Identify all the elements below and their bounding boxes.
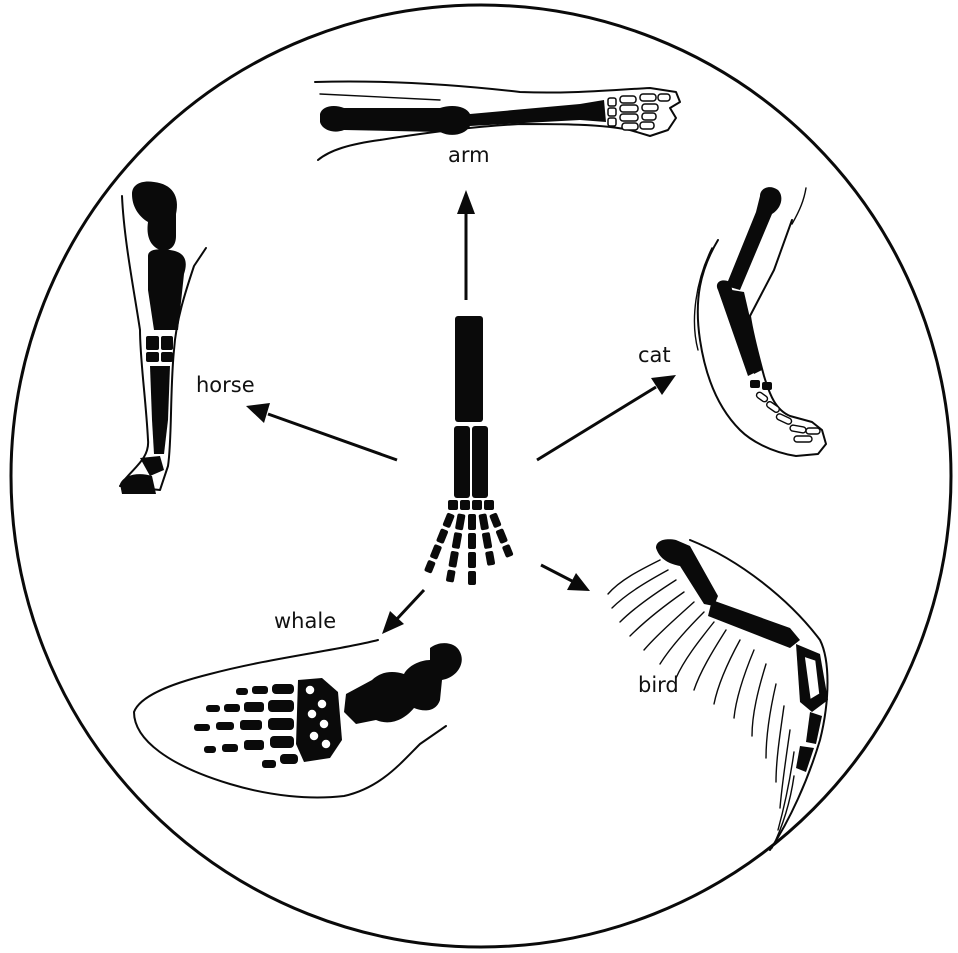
arrow-to-arm	[457, 190, 475, 300]
bird-feathers	[608, 560, 794, 848]
whale-flipper: whale	[134, 609, 462, 798]
central-upper-bone	[455, 316, 483, 422]
central-generic-limb	[424, 316, 514, 585]
arrow-to-bird	[541, 565, 590, 591]
arrow-to-whale	[382, 590, 424, 634]
label-cat: cat	[638, 343, 671, 367]
label-arm: arm	[448, 143, 490, 167]
label-horse: horse	[196, 373, 255, 397]
human-arm: arm	[315, 81, 680, 167]
arrow-to-cat	[537, 375, 676, 460]
bird-wing: bird	[608, 539, 828, 850]
label-bird: bird	[638, 673, 679, 697]
central-lower-bone-left	[454, 426, 470, 498]
label-whale: whale	[274, 609, 336, 633]
horse-leg: horse	[120, 182, 255, 495]
whale-digits	[194, 684, 298, 768]
central-lower-bone-right	[472, 426, 488, 498]
arrow-to-horse	[246, 403, 397, 460]
cat-leg: cat	[638, 187, 826, 456]
